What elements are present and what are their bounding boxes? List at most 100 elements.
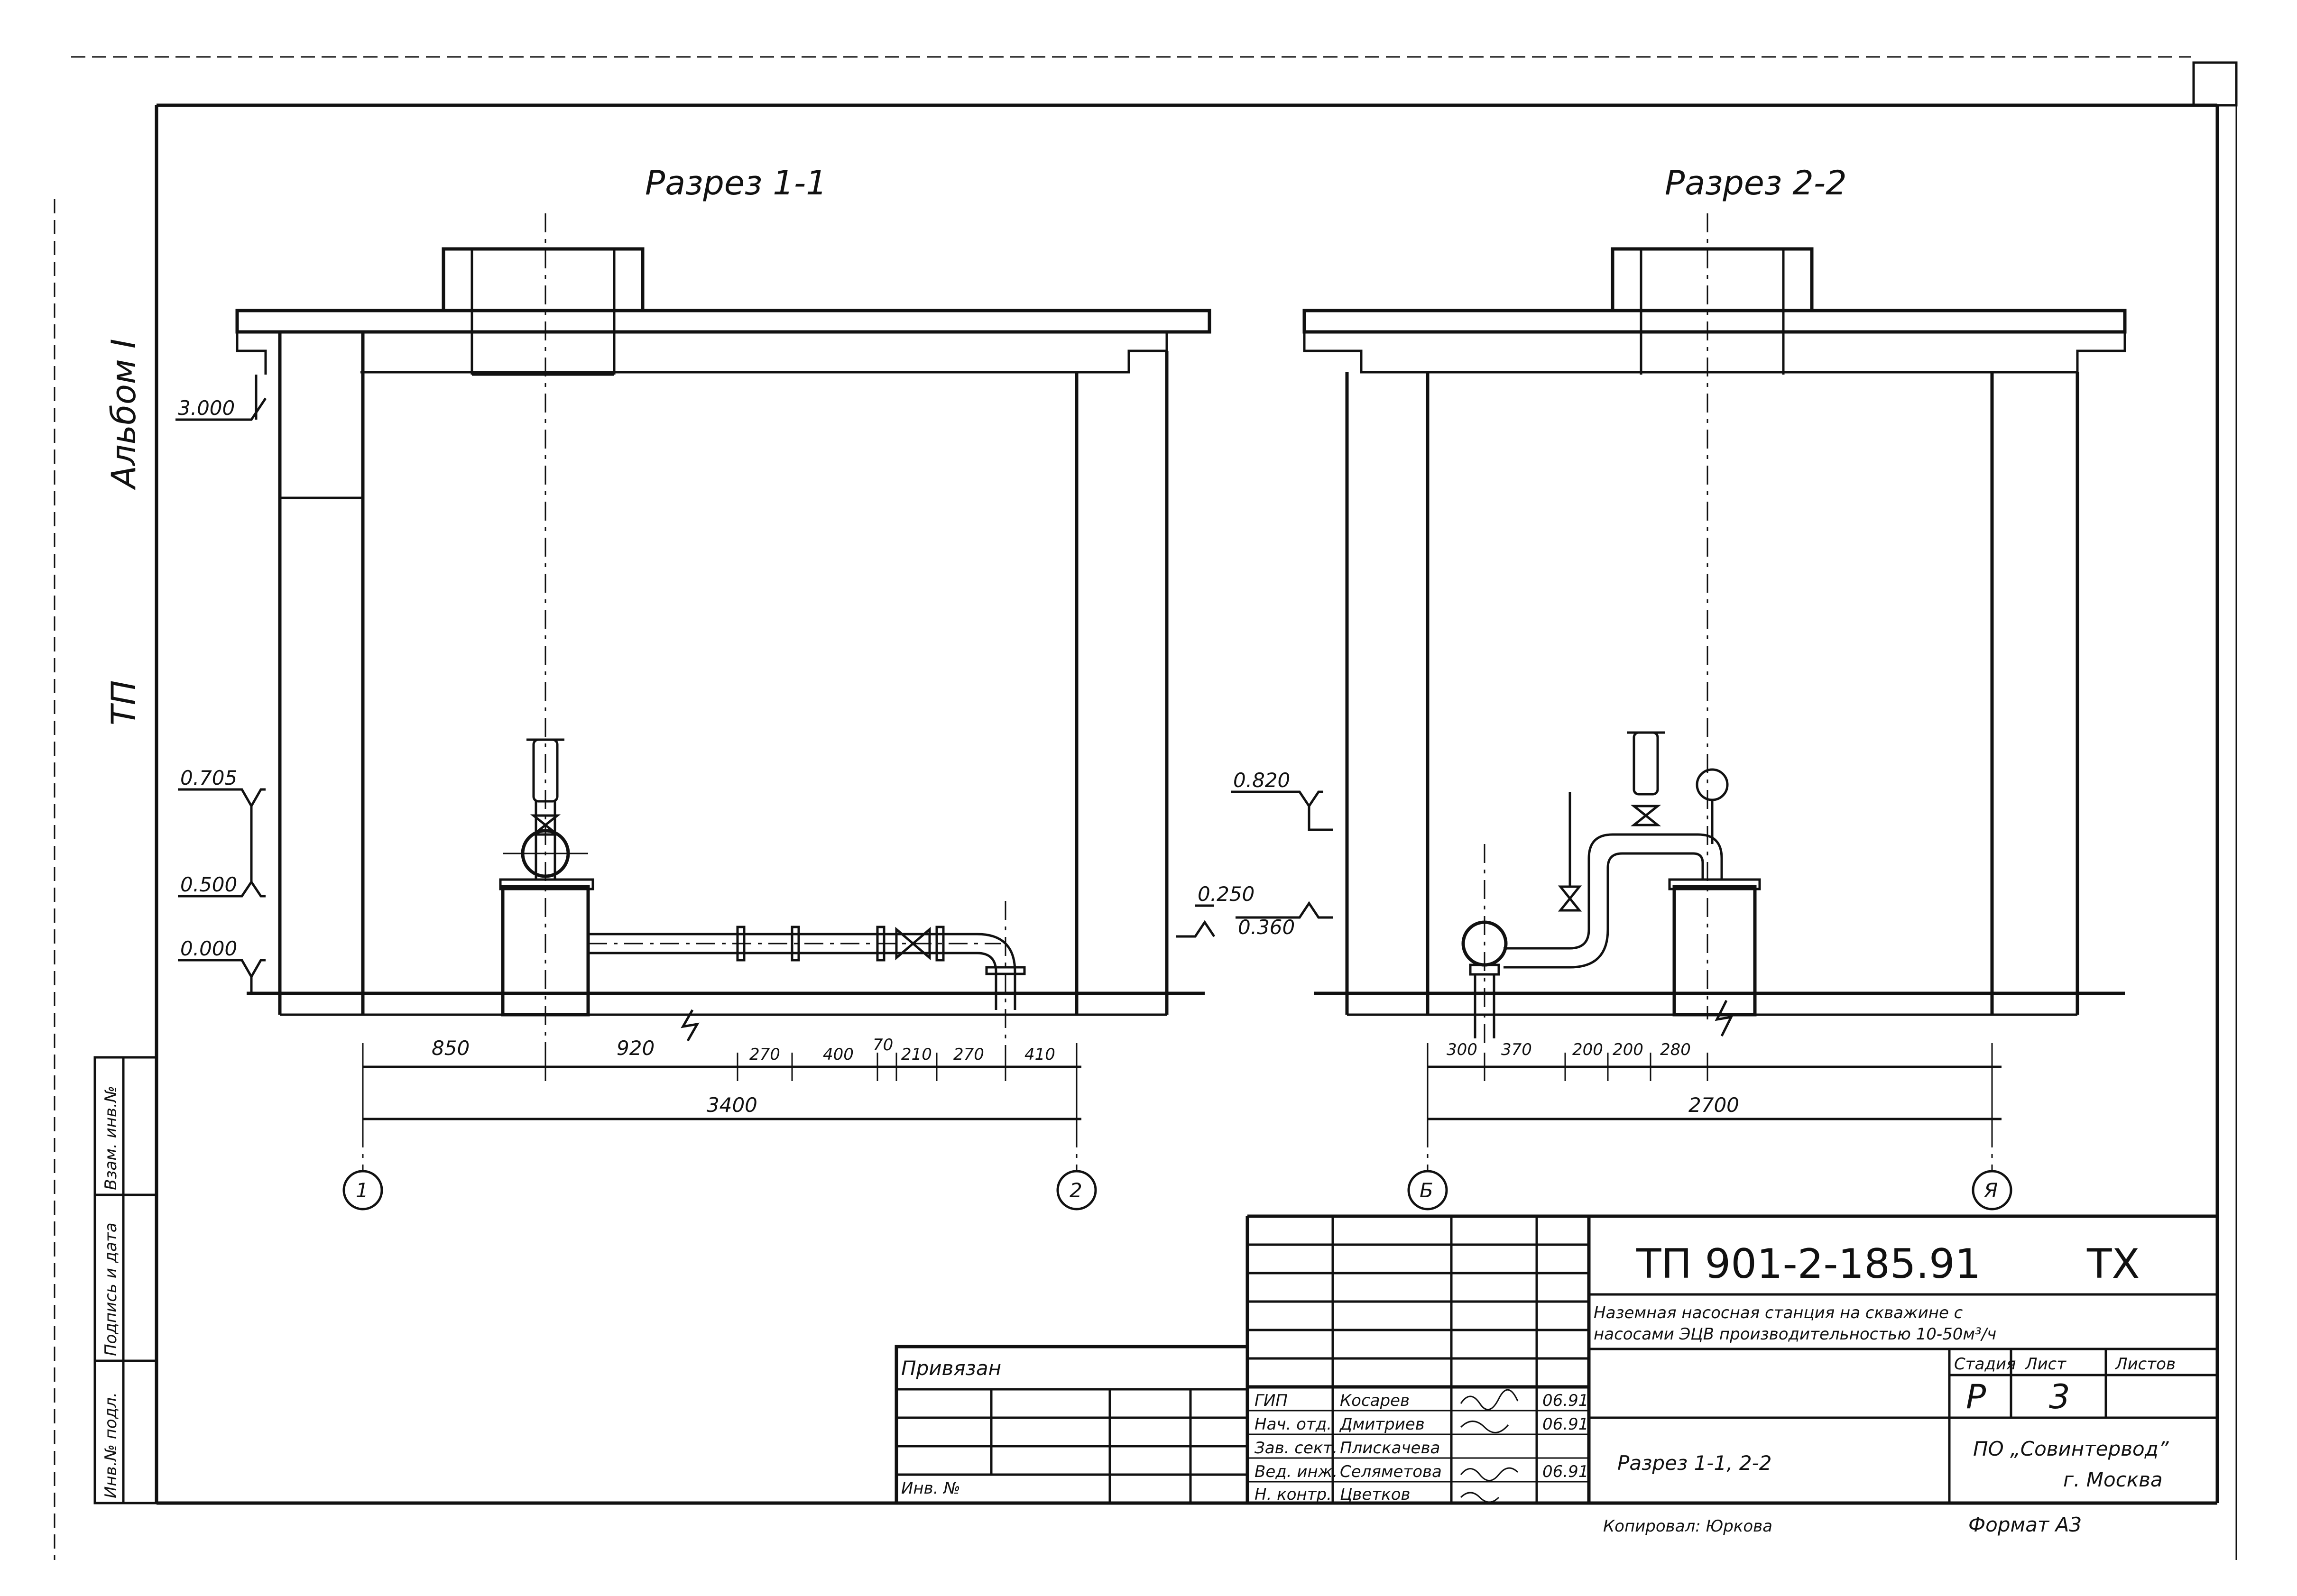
- axis-label-2: 2: [1070, 1179, 1082, 1202]
- gate-valve-2b: [1558, 885, 1582, 912]
- person-1-name: Косарев: [1340, 1391, 1410, 1410]
- dim-210: 210: [901, 1045, 932, 1064]
- inv-label: Инв. №: [901, 1479, 960, 1498]
- side-stamp-sign: Подпись и дата: [101, 1222, 120, 1356]
- person-4-name: Селяметова: [1340, 1462, 1442, 1481]
- stage-header: Стадия: [1954, 1355, 2016, 1374]
- roof-hatch-2: [1611, 247, 1814, 312]
- person-3-role: Зав. сект.: [1255, 1439, 1338, 1458]
- break-mark-2: [1715, 1000, 1734, 1037]
- roof-step-2: [1303, 332, 2126, 374]
- riser-2a: [1587, 833, 1613, 929]
- inlet-flange-2: [1469, 963, 1500, 976]
- air-valve-2: [1633, 731, 1659, 796]
- elevations-right: 0.820 0.250 0.360: [1176, 769, 1333, 939]
- outlet-flange-1: [985, 966, 1026, 975]
- roof-hatch-1: [442, 247, 645, 312]
- elev-0820-mark: [1231, 790, 1333, 831]
- person-4-role: Вед. инж.: [1255, 1462, 1338, 1481]
- gate-valve-1b: [895, 926, 931, 961]
- section-1-1: [235, 213, 1211, 1076]
- axis-label-1: 1: [356, 1179, 369, 1202]
- person-4-date: 06.91: [1542, 1462, 1588, 1481]
- corner-box: [2192, 61, 2238, 107]
- elev-0500: 0.500: [180, 873, 237, 896]
- elev-0820: 0.820: [1233, 769, 1290, 792]
- signature-1: [1460, 1389, 1519, 1411]
- dim-280: 280: [1660, 1040, 1691, 1059]
- format-label: Формат А3: [1968, 1513, 2082, 1536]
- dimensions-left: 850 920 270 400 70 210 270 410 3400 1 2: [342, 1036, 1097, 1211]
- axis-bubble-2: [1056, 1170, 1097, 1211]
- elev-0500-mark: [178, 844, 266, 898]
- org-line1: ПО „Совинтервод”: [1973, 1437, 2169, 1460]
- axis-label-B: Б: [1420, 1179, 1433, 1202]
- signature-5: [1460, 1492, 1500, 1503]
- dim-3400: 3400: [707, 1093, 757, 1117]
- roof-step-1: [280, 330, 1168, 374]
- elev-0250-mark: [1176, 904, 1216, 938]
- axis-bubble-B: [1407, 1170, 1448, 1211]
- axis-bubble-1: [342, 1170, 383, 1211]
- well-flange-1: [499, 878, 594, 890]
- elev-3000: 3.000: [178, 396, 235, 420]
- person-2-name: Дмитриев: [1339, 1415, 1425, 1434]
- section1-title: Разрез 1-1: [645, 164, 827, 202]
- lower-pipe-2b: [1504, 929, 1609, 969]
- side-stamp: Инв.№ подл. Подпись и дата Взам. инв.№: [93, 1056, 158, 1504]
- person-1-date: 06.91: [1542, 1391, 1588, 1410]
- well-pedestal-1: [501, 885, 590, 1017]
- header-top-2: [1613, 833, 1723, 880]
- person-2-role: Нач. отд.: [1255, 1415, 1332, 1434]
- bound-label: Привязан: [901, 1357, 1001, 1380]
- roof-slab-2: [1302, 309, 2127, 334]
- doc-mark: ТХ: [2086, 1240, 2140, 1288]
- flange-1b: [791, 926, 800, 962]
- dim-400: 400: [823, 1045, 854, 1064]
- elev-0705: 0.705: [180, 766, 237, 789]
- flange-1a: [736, 926, 746, 962]
- dim-200b: 200: [1613, 1040, 1643, 1059]
- axis-bubble-Ya: [1972, 1170, 2012, 1211]
- axis-label-Ya: Я: [1983, 1179, 1998, 1202]
- person-1-role: ГИП: [1255, 1391, 1288, 1410]
- elev-3000-mark: [175, 375, 267, 421]
- album-label: Альбом I: [104, 339, 143, 490]
- well-flange-2: [1668, 878, 1761, 890]
- header-bot-2: [1622, 852, 1704, 880]
- elev-0360: 0.360: [1238, 916, 1295, 939]
- dim-370: 370: [1501, 1040, 1532, 1059]
- dim-200a: 200: [1572, 1040, 1603, 1059]
- elev-0250: 0.250: [1198, 882, 1255, 906]
- lower-pipe-2a: [1504, 929, 1590, 950]
- person-3-name: Плискачева: [1340, 1439, 1440, 1458]
- person-5-name: Цветков: [1340, 1485, 1411, 1504]
- elev-0360-mark: [1236, 901, 1333, 919]
- sheet-header: Лист: [2024, 1355, 2066, 1374]
- elev-0000: 0.000: [180, 937, 237, 960]
- side-stamp-inv: Инв.№ подл.: [101, 1392, 120, 1498]
- elev-0000-mark: [178, 959, 266, 993]
- section-2-2: [1302, 213, 2127, 1048]
- flange-1c: [876, 926, 886, 962]
- desc-line2: насосами ЭЦВ производительностью 10-50м³…: [1594, 1325, 1996, 1344]
- sheet-value: 3: [2049, 1377, 2070, 1416]
- flange-1d: [935, 926, 945, 962]
- org-line2: г. Москва: [2063, 1468, 2163, 1491]
- section2-title: Разрез 2-2: [1665, 164, 1847, 202]
- person-2-date: 06.91: [1542, 1415, 1588, 1434]
- elev-0705-mark: [178, 788, 266, 844]
- dim-920: 920: [617, 1036, 655, 1060]
- dim-270a: 270: [749, 1045, 780, 1064]
- dim-850: 850: [432, 1036, 470, 1060]
- dim-410: 410: [1024, 1045, 1055, 1064]
- stage-value: Р: [1966, 1377, 1986, 1416]
- dim-270b: 270: [953, 1045, 984, 1064]
- pressure-gauge: [1696, 768, 1729, 801]
- side-stamp-replace: Взам. инв.№: [101, 1086, 120, 1190]
- dim-300: 300: [1447, 1040, 1477, 1059]
- person-5-role: Н. контр.: [1255, 1485, 1332, 1504]
- side-stamp-frame: [93, 1056, 158, 1504]
- drawing-name: Разрез 1-1, 2-2: [1617, 1451, 1771, 1475]
